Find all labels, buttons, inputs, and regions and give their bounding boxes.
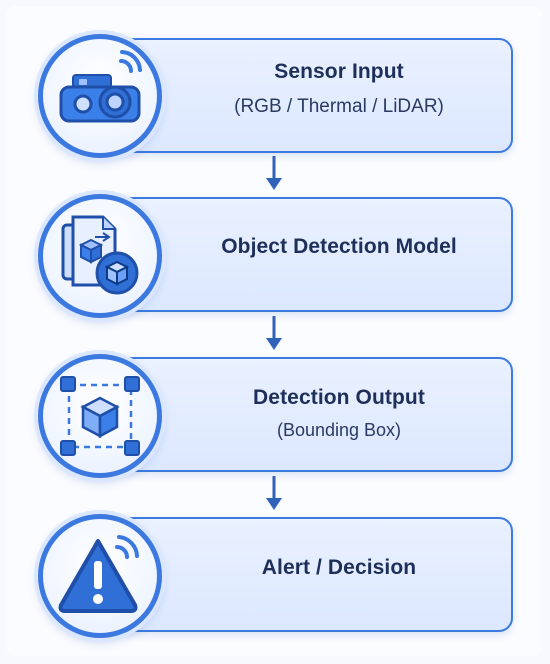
step-card-sensor-input bbox=[110, 38, 513, 153]
arrow-down-icon bbox=[266, 156, 282, 190]
detection-model-icon bbox=[38, 194, 162, 318]
step-title: Detection Output bbox=[253, 386, 425, 409]
warning-alert-icon bbox=[38, 514, 162, 638]
step-subtitle: (RGB / Thermal / LiDAR) bbox=[234, 96, 444, 117]
step-text-sensor-input: Sensor Input (RGB / Thermal / LiDAR) bbox=[165, 60, 513, 118]
step-text-object-detection-model: Object Detection Model bbox=[165, 235, 513, 259]
arrow-down-icon bbox=[266, 316, 282, 350]
step-card-object-detection-model bbox=[110, 197, 513, 312]
step-card-detection-output bbox=[110, 357, 513, 472]
step-title: Object Detection Model bbox=[221, 235, 457, 258]
step-subtitle: (Bounding Box) bbox=[276, 420, 402, 440]
step-text-detection-output: Detection Output (Bounding Box) bbox=[165, 386, 513, 441]
step-title: Alert / Decision bbox=[261, 556, 417, 579]
step-title: Sensor Input bbox=[274, 60, 404, 83]
bounding-box-icon bbox=[38, 354, 162, 478]
step-text-alert-decision: Alert / Decision bbox=[165, 556, 513, 580]
camera-sensor-icon bbox=[38, 34, 162, 158]
arrow-down-icon bbox=[266, 476, 282, 510]
